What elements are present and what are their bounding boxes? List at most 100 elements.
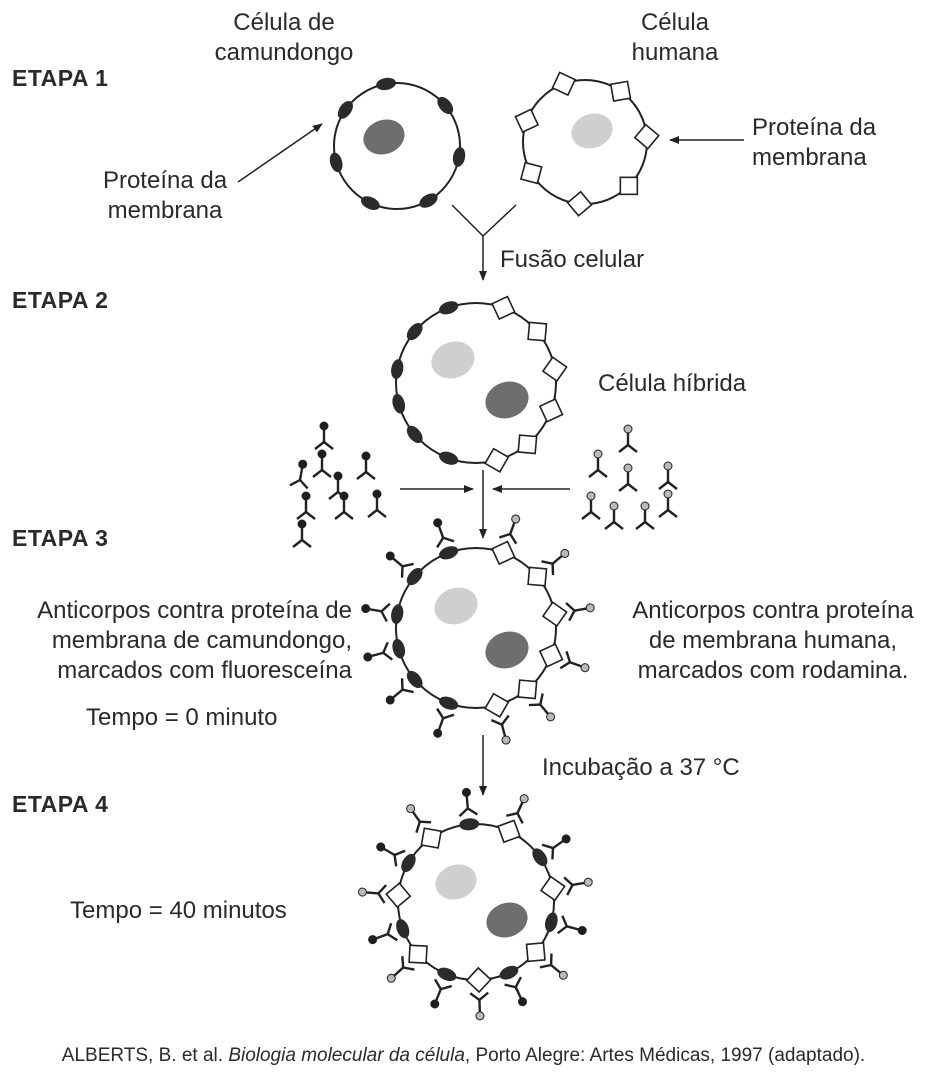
stage4-mouse-protein <box>459 818 480 831</box>
fluorescein-antibody-tag <box>361 451 371 461</box>
human-cell-nucleus <box>571 113 613 149</box>
hybrid-nucleus-human <box>431 341 475 379</box>
stage3-mouse-protein <box>406 568 423 586</box>
stage-4-label: ETAPA 4 <box>12 791 109 817</box>
fluorescein-antibody-tag <box>333 471 343 481</box>
human-membrane-protein <box>633 123 660 150</box>
stage4-rhodamine-antibody-arm-left <box>516 812 524 824</box>
stage4-fluorescein-antibody-arm-left <box>504 983 516 989</box>
fluorescein-antibody <box>367 489 387 518</box>
stage3-fluorescein-antibody <box>433 518 455 549</box>
stage4-fluorescein-antibody-arm-left <box>556 925 568 935</box>
mouse-cell-label-line2: camundongo <box>214 39 354 66</box>
stage4-fluorescein-antibody-arm-right <box>561 915 568 927</box>
stage3-fluorescein-antibody-stem <box>371 651 384 658</box>
fluorescein-antibody-tag <box>339 491 349 501</box>
stage4-rhodamine-antibody-stem <box>572 881 585 887</box>
rhodamine-antibody-arm-right <box>618 444 629 453</box>
fluorescein-antibody-arm-right <box>328 491 339 500</box>
stage3-mouse-protein <box>392 638 406 659</box>
antibody-human-label-line3: marcados com rodamina. <box>637 657 909 684</box>
fluorescein-antibody-tag <box>372 489 382 499</box>
hybrid-mouse-protein <box>391 359 404 380</box>
time-zero-label: Tempo = 0 minuto <box>86 704 278 731</box>
stage4-fluorescein-antibody-stem <box>566 925 579 931</box>
hybrid-mouse-protein <box>406 323 423 341</box>
antibody-human-label: Anticorpos contra proteína de membrana h… <box>618 596 927 686</box>
fluorescein-antibody-arm-right <box>312 469 323 478</box>
stage3-mouse-protein <box>406 670 423 688</box>
fluorescein-antibody <box>296 491 316 520</box>
stage4-fluorescein-antibody <box>504 976 527 1007</box>
stage3-human-protein <box>538 643 564 668</box>
time-forty-label: Tempo = 40 minutos <box>70 897 287 924</box>
stage4-rhodamine-antibody-tag <box>558 970 568 980</box>
rhodamine-antibody-tag <box>609 501 619 511</box>
stage3-rhodamine-antibody-tag <box>560 548 570 558</box>
rhodamine-antibody-arm-right <box>581 511 592 520</box>
stage4-fluorescein-antibody-arm-left <box>386 922 393 935</box>
stage4-mouse-protein <box>396 919 410 939</box>
fusion-arrow-left-branch <box>451 204 484 237</box>
stage3-human-protein <box>527 566 548 587</box>
rhodamine-antibody <box>618 463 638 492</box>
rhodamine-antibody-arm-left <box>590 511 601 520</box>
stage4-rhodamine-antibody-arm-left <box>401 956 405 968</box>
stage4-fluorescein-antibody-tag <box>517 997 527 1007</box>
fluorescein-antibody-arm-left <box>299 479 309 490</box>
hybrid-mouse-protein <box>392 393 406 414</box>
stage4-human-protein <box>465 966 492 994</box>
fluorescein-antibody-arm-right <box>356 471 367 480</box>
stage3-fluorescein-antibody-tag <box>385 551 395 561</box>
stage4-fluorescein-antibody <box>458 787 479 817</box>
stage3-rhodamine-antibody-arm-left <box>559 661 571 670</box>
mouse-membrane-protein <box>452 147 466 167</box>
fluorescein-antibody-arm-left <box>376 509 387 518</box>
stage3-rhodamine-antibody <box>559 650 590 673</box>
human-membrane-protein <box>514 108 540 134</box>
mouse-membrane-protein <box>329 152 343 173</box>
stage3-fluorescein-antibody <box>433 707 455 738</box>
fluorescein-antibody <box>334 491 354 520</box>
citation: ALBERTS, B. et al. Biologia molecular da… <box>0 1045 927 1067</box>
stage3-fluorescein-antibody <box>385 678 414 705</box>
stage4-fluorescein-antibody-arm-left <box>551 848 555 860</box>
rhodamine-antibody-arm-left <box>627 483 638 492</box>
stage4-rhodamine-antibody-tag <box>357 887 367 897</box>
stage3-rhodamine-antibody <box>541 548 570 576</box>
stage4-fluorescein-antibody-stem <box>552 840 564 850</box>
stage4-rhodamine-antibody-arm-right <box>506 812 518 817</box>
stage4-rhodamine-antibody-arm-right <box>377 892 386 904</box>
rhodamine-antibody-arm-left <box>644 521 655 530</box>
stage4-fluorescein-antibody-tag <box>561 834 571 844</box>
rhodamine-antibody <box>618 424 638 453</box>
stage4-rhodamine-antibody-stem <box>366 891 379 895</box>
antibody-human-label-line2: de membrana humana, <box>648 627 898 654</box>
mouse-cell-label: Célula de camundongo <box>194 8 374 68</box>
rhodamine-antibody-arm-right <box>658 481 669 490</box>
stage4-fluorescein-antibody <box>541 834 571 860</box>
stage4-human-protein <box>408 944 428 964</box>
stage3-rhodamine-antibody-arm-right <box>565 602 576 612</box>
stage4-mouse-protein <box>544 912 558 932</box>
stage4-fluorescein-antibody-tag <box>376 842 386 852</box>
antibody-mouse-label-line3: marcados com fluoresceína <box>57 657 352 684</box>
stage3-fluorescein-antibody-arm-right <box>382 651 394 661</box>
protein-label-right: Proteína da membrana <box>752 113 876 173</box>
rhodamine-antibody-arm-right <box>604 521 615 530</box>
stage3-fluorescein-antibody <box>363 641 394 662</box>
stage3-human-protein <box>491 540 516 566</box>
mouse-cell-nucleus <box>363 119 405 155</box>
stage3-rhodamine-antibody-tag <box>511 514 521 524</box>
fluorescein-antibody <box>292 519 312 548</box>
stage4-rhodamine-antibody-tag <box>519 794 529 804</box>
stage3-mouse-protein <box>439 546 459 560</box>
rhodamine-antibody <box>658 489 678 518</box>
fluorescein-antibody-tag <box>319 421 329 431</box>
stage4-rhodamine-antibody-arm-left <box>539 963 552 969</box>
hybrid-cell-label: Célula híbrida <box>598 370 747 397</box>
rhodamine-antibody-arm-right <box>635 521 646 530</box>
fluorescein-antibody <box>356 451 376 480</box>
stage4-fluorescein-antibody-stem <box>514 986 522 999</box>
